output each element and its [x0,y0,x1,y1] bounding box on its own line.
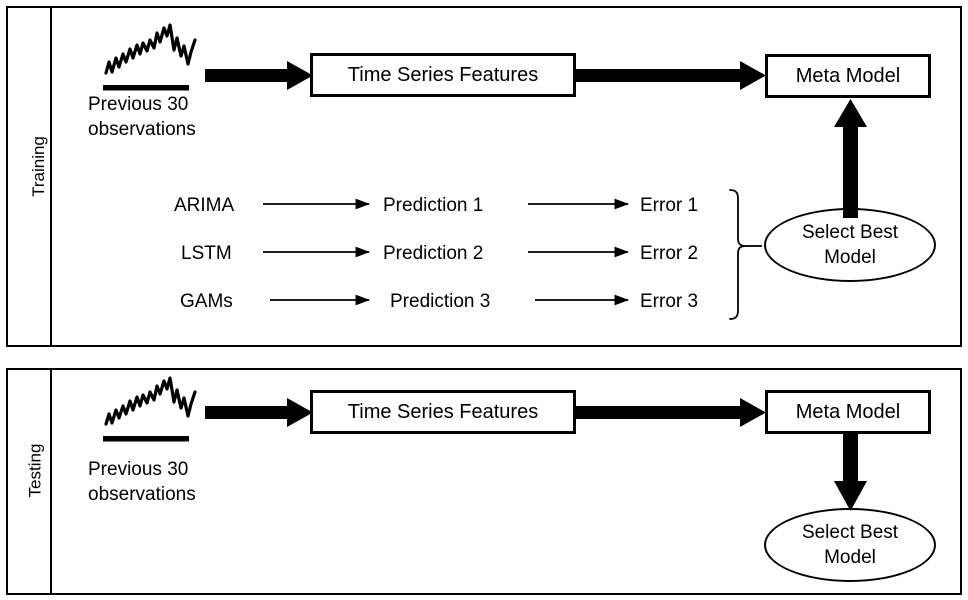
training-sparkline-icon [103,23,197,91]
training-select-best-model-ellipse[interactable]: Select Best Model [764,208,936,282]
testing-arrow-data-to-features [205,398,313,427]
training-arrow-select-to-meta [834,99,867,218]
training-error-0: Error 1 [640,195,699,216]
training-sparkline-caption: Previous 30 observations [88,94,196,140]
training-model-name-2: GAMs [180,291,233,312]
training-arrow-data-to-features [205,61,313,90]
training-model-name-0: ARIMA [174,195,235,216]
testing-stage-label: Testing [8,444,50,498]
training-meta-model-box[interactable]: Meta Model [765,54,931,98]
testing-time-series-features-box[interactable]: Time Series Features [310,390,576,434]
training-errors-curly-brace-icon [729,189,762,320]
training-model-name-1: LSTM [181,243,232,264]
testing-meta-model-box[interactable]: Meta Model [765,390,931,434]
testing-select-best-model-ellipse[interactable]: Select Best Model [764,508,936,582]
training-stage-label: Training [8,136,50,197]
testing-stage-label-text: Testing [25,443,45,498]
training-label-divider [50,8,52,345]
testing-arrow-meta-to-select [834,434,867,511]
training-prediction-1: Prediction 2 [383,243,484,264]
training-prediction-0: Prediction 1 [383,195,484,216]
training-arrow-features-to-meta [576,61,766,90]
testing-sparkline-caption: Previous 30 observations [88,459,196,505]
training-stage-label-text: Training [28,136,48,197]
testing-arrow-features-to-meta [576,398,766,427]
training-prediction-2: Prediction 3 [390,291,491,312]
training-time-series-features-box[interactable]: Time Series Features [310,53,576,97]
training-error-2: Error 3 [640,291,699,312]
testing-sparkline-icon [103,376,197,442]
testing-label-divider [50,370,52,593]
training-error-1: Error 2 [640,243,699,264]
